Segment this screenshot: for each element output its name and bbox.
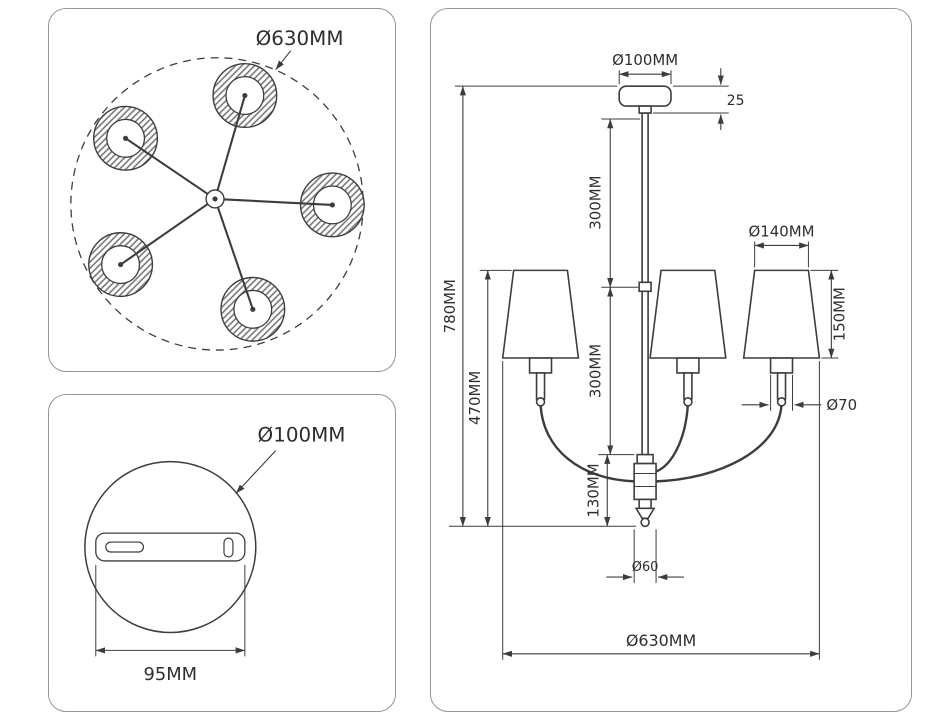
canopy-diameter-label: Ø100MM [258, 424, 346, 447]
dim-column-diameter: Ø60 [606, 529, 684, 584]
canopy-collar [638, 105, 652, 114]
mounting-bracket [95, 532, 246, 562]
socket-sleeve-center [676, 357, 700, 374]
socket-stem-left [535, 372, 546, 400]
arm [214, 197, 333, 206]
arm-left [539, 403, 637, 483]
dim-rod-upper: 300MM [586, 118, 641, 288]
socket-diameter-label: Ø70 [826, 396, 857, 414]
canopy-diameter-label: Ø100MM [612, 51, 678, 69]
panel-top-view: Ø630MM [48, 8, 396, 372]
dim-shade-height: 150MM [810, 269, 848, 359]
bracket-slot-horizontal [105, 541, 145, 553]
canopy-height-label: 25 [727, 93, 745, 109]
socket-sleeve-left [528, 357, 553, 374]
panel-canopy-view: Ø100MM 95MM [48, 394, 396, 712]
sockets [528, 357, 794, 407]
panel-side-view: Ø100MM 25 300MM 300MM [430, 8, 912, 712]
total-diameter-label: Ø630MM [626, 631, 696, 650]
shade-right [742, 269, 821, 359]
socket-sleeve-right [769, 357, 794, 374]
dim-canopy-diameter: Ø100MM [612, 51, 678, 85]
rod-lower-label: 300MM [586, 344, 604, 398]
column-body [633, 462, 657, 501]
column-finial-ball [640, 517, 650, 528]
column-cone [634, 507, 656, 520]
total-height-label: 780MM [441, 279, 459, 333]
dim-rod-lower: 300MM [586, 287, 614, 455]
shade-top-view-southwest [88, 232, 154, 298]
top-view-drawing: Ø630MM [70, 27, 365, 351]
column-neck [638, 498, 652, 510]
center-dots [118, 92, 335, 312]
dim-column-height: 130MM [584, 454, 635, 527]
ceiling-canopy [618, 85, 672, 107]
dim-total-diameter: Ø630MM [502, 360, 820, 660]
rod-upper-label: 300MM [586, 176, 604, 230]
shade-left [501, 269, 580, 359]
dim-body-height: 470MM [466, 269, 512, 527]
bracket-slot-vertical [223, 537, 234, 558]
arm-right [654, 403, 783, 483]
shade-height-label: 150MM [830, 287, 848, 341]
dim-socket-diameter: Ø70 [741, 374, 857, 414]
leader-line [235, 450, 277, 494]
side-view-drawing: Ø100MM 25 300MM 300MM [441, 51, 857, 660]
column-height-label: 130MM [584, 463, 602, 517]
socket-ball-left [535, 397, 546, 407]
top-view-arms [119, 95, 333, 310]
bracket-width-label: 95MM [144, 664, 198, 685]
shade-diameter-label: Ø140MM [749, 223, 815, 241]
leader-line [275, 50, 292, 71]
arm [214, 198, 254, 310]
canopy-view-drawing: Ø100MM 95MM [84, 424, 346, 685]
body-height-label: 470MM [466, 371, 484, 425]
dim-shade-diameter: Ø140MM [749, 223, 815, 268]
column-collar [636, 453, 654, 465]
arm [214, 95, 246, 200]
dim-canopy-height: 25 [653, 68, 745, 130]
lamp-shades [501, 269, 821, 359]
socket-ball-right [776, 397, 787, 407]
socket-ball-center [683, 397, 693, 407]
arms [539, 403, 783, 483]
arm [119, 198, 216, 266]
shade-center [649, 269, 727, 359]
bracket-plate [95, 532, 246, 562]
socket-stem-right [776, 372, 787, 400]
dim-bracket-width: 95MM [95, 564, 246, 685]
column-diameter-label: Ø60 [632, 560, 659, 575]
central-column [633, 453, 657, 528]
socket-stem-center [683, 372, 693, 400]
arm [124, 137, 216, 200]
rod-coupler [638, 281, 652, 293]
top-view-diameter-label: Ø630MM [256, 27, 344, 50]
